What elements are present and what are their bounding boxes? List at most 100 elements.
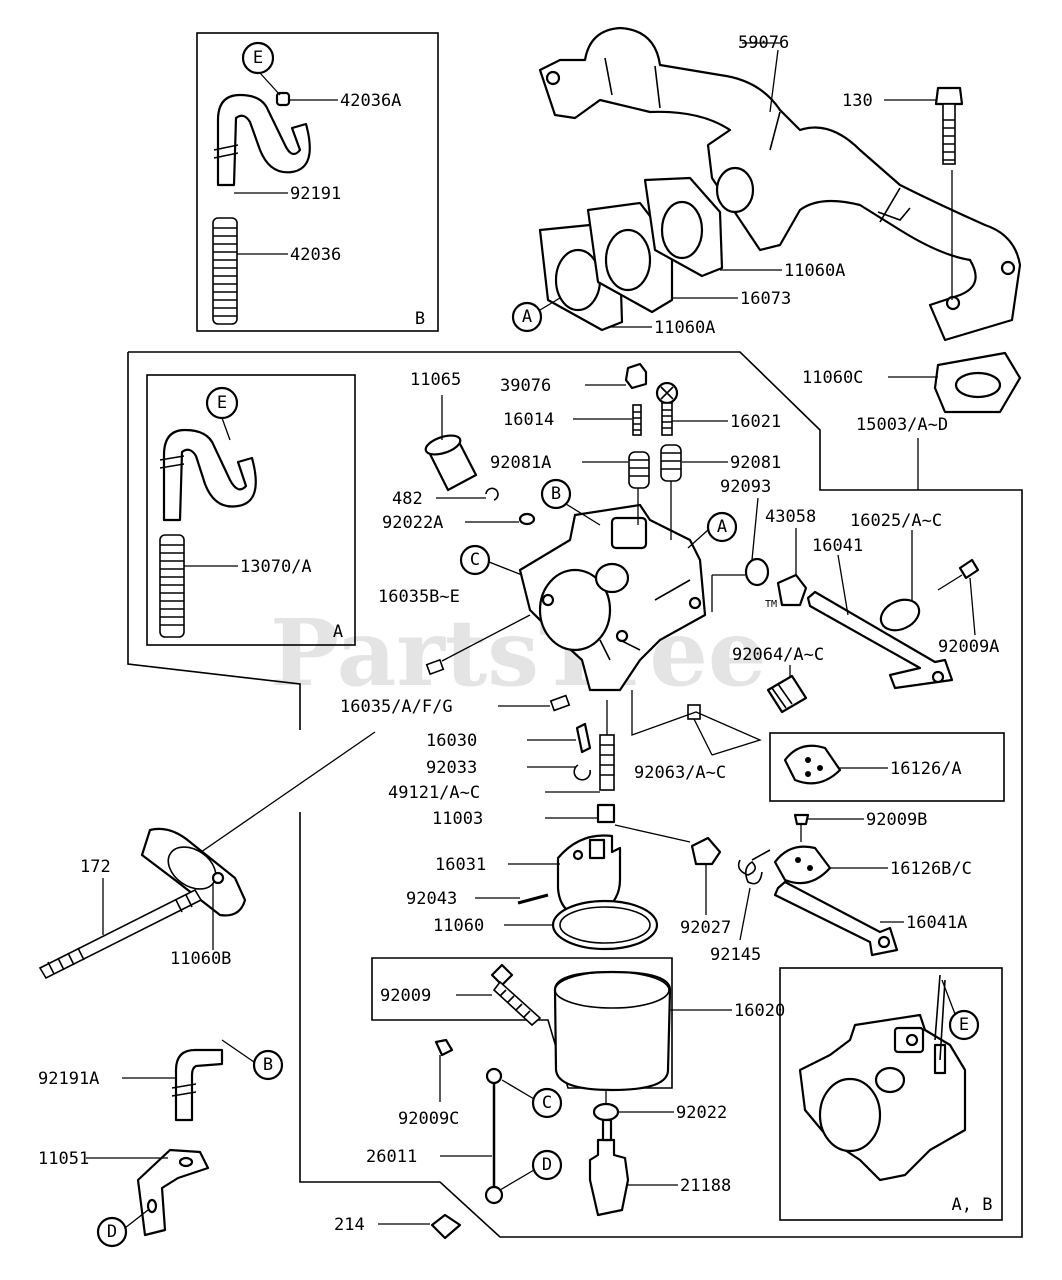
screw-92009a [958, 558, 980, 580]
assembly-bore [818, 1077, 882, 1153]
bolt-130-head [934, 86, 964, 106]
label-92022a: 92022A [382, 513, 443, 533]
label-92081a: 92081A [490, 453, 551, 473]
part-39076 [624, 362, 648, 390]
label-16031: 16031 [435, 855, 486, 875]
label-92064: 92064/A~C [732, 645, 824, 665]
washer-92022 [592, 1102, 620, 1122]
label-92027: 92027 [680, 918, 731, 938]
assembly-outline-left [127, 352, 301, 730]
callout-c-1-text: C [470, 550, 480, 570]
manifold-bolt-hole-3 [945, 295, 961, 311]
label-92043: 92043 [406, 889, 457, 909]
label-16030: 16030 [426, 731, 477, 751]
solenoid-pin [601, 1118, 613, 1142]
spring-92145 [737, 849, 771, 885]
label-42036a: 42036A [340, 91, 401, 111]
screw-92009-shank [492, 980, 542, 1027]
screw-16014 [632, 404, 642, 436]
screw-92063 [687, 704, 701, 720]
label-482: 482 [392, 489, 423, 509]
label-11060b: 11060B [170, 949, 231, 969]
label-43058: 43058 [765, 507, 816, 527]
tube-49121 [599, 734, 615, 791]
callout-b-1-text: B [551, 484, 561, 504]
box-b-label: B [415, 309, 425, 329]
pin-92043 [517, 893, 549, 905]
callout-d-1-text: D [542, 1155, 552, 1175]
label-92022: 92022 [676, 1103, 727, 1123]
detail-box-b [196, 32, 439, 332]
link-bottom-eye [484, 1185, 504, 1205]
label-16021: 16021 [730, 412, 781, 432]
callout-c-2-text: C [542, 1093, 552, 1113]
label-11003: 11003 [432, 809, 483, 829]
label-39076: 39076 [500, 376, 551, 396]
spring-92081a [628, 451, 650, 489]
label-16126a: 16126/A [890, 759, 962, 779]
label-49121: 49121/A~C [388, 783, 480, 803]
callout-e-3 [948, 1009, 980, 1041]
callout-e-3-text: E [959, 1015, 969, 1035]
carburetor-choke-port [594, 562, 630, 594]
callout-c-2 [531, 1087, 563, 1119]
box-ab-label: A, B [952, 1195, 993, 1215]
label-13070: 13070/A [240, 557, 312, 577]
manifold-bolt-hole-2 [1000, 260, 1016, 276]
callout-e-2-text: E [217, 393, 227, 413]
detail-box-a [146, 374, 356, 646]
screw-92009-head [490, 963, 514, 987]
callout-a-2-text: A [717, 517, 727, 537]
manifold-detail [604, 57, 911, 223]
label-92063: 92063/A~C [634, 763, 726, 783]
clip-482 [485, 487, 499, 501]
label-21188: 21188 [680, 1176, 731, 1196]
screw-16021 [661, 402, 673, 436]
label-92145: 92145 [710, 945, 761, 965]
alignment-line [174, 731, 376, 871]
label-92009a: 92009A [938, 637, 999, 657]
label-16126bc: 16126B/C [890, 859, 972, 879]
label-214: 214 [334, 1215, 365, 1235]
gasket-11060c-hole [954, 371, 1002, 399]
bowl-16020 [553, 970, 672, 1092]
label-92191: 92191 [290, 184, 341, 204]
label-16073: 16073 [740, 289, 791, 309]
stud-13070 [159, 534, 185, 638]
label-11060a-1: 11060A [784, 261, 845, 281]
jet-16035a [549, 694, 571, 712]
label-11060: 11060 [433, 916, 484, 936]
screw-92009b [793, 813, 810, 826]
gasket-11060 [551, 899, 659, 951]
bushing-92027 [690, 836, 722, 866]
label-92093: 92093 [720, 477, 771, 497]
solenoid-21188 [588, 1138, 630, 1217]
hose-break [213, 144, 239, 159]
gasket-16073-hole [604, 228, 652, 292]
label-11065: 11065 [410, 370, 461, 390]
shaft-16041 [806, 590, 954, 690]
label-11060c: 11060C [802, 368, 863, 388]
detail-box-16126a [769, 732, 1005, 802]
label-11060a-2: 11060A [654, 318, 715, 338]
jet-16035b [425, 658, 445, 676]
assembly-outline [128, 351, 1023, 1238]
callout-a-1-text: A [522, 307, 532, 327]
callout-b-2 [252, 1049, 284, 1081]
gasket-11060b [140, 827, 247, 917]
label-16014: 16014 [503, 410, 554, 430]
label-16025: 16025/A~C [850, 511, 942, 531]
needle-16030 [575, 722, 592, 754]
jet-11003 [596, 803, 616, 824]
watermark-tm: TM [765, 599, 777, 610]
label-16041: 16041 [812, 536, 863, 556]
detail-box-ab [779, 967, 1003, 1221]
screw-92064 [766, 674, 808, 714]
label-172: 172 [80, 857, 111, 877]
bushing-43058 [776, 573, 808, 607]
label-130: 130 [842, 91, 873, 111]
label-16041a: 16041A [906, 913, 967, 933]
link-top-eye [485, 1067, 503, 1085]
bracket-11051 [136, 1148, 210, 1237]
